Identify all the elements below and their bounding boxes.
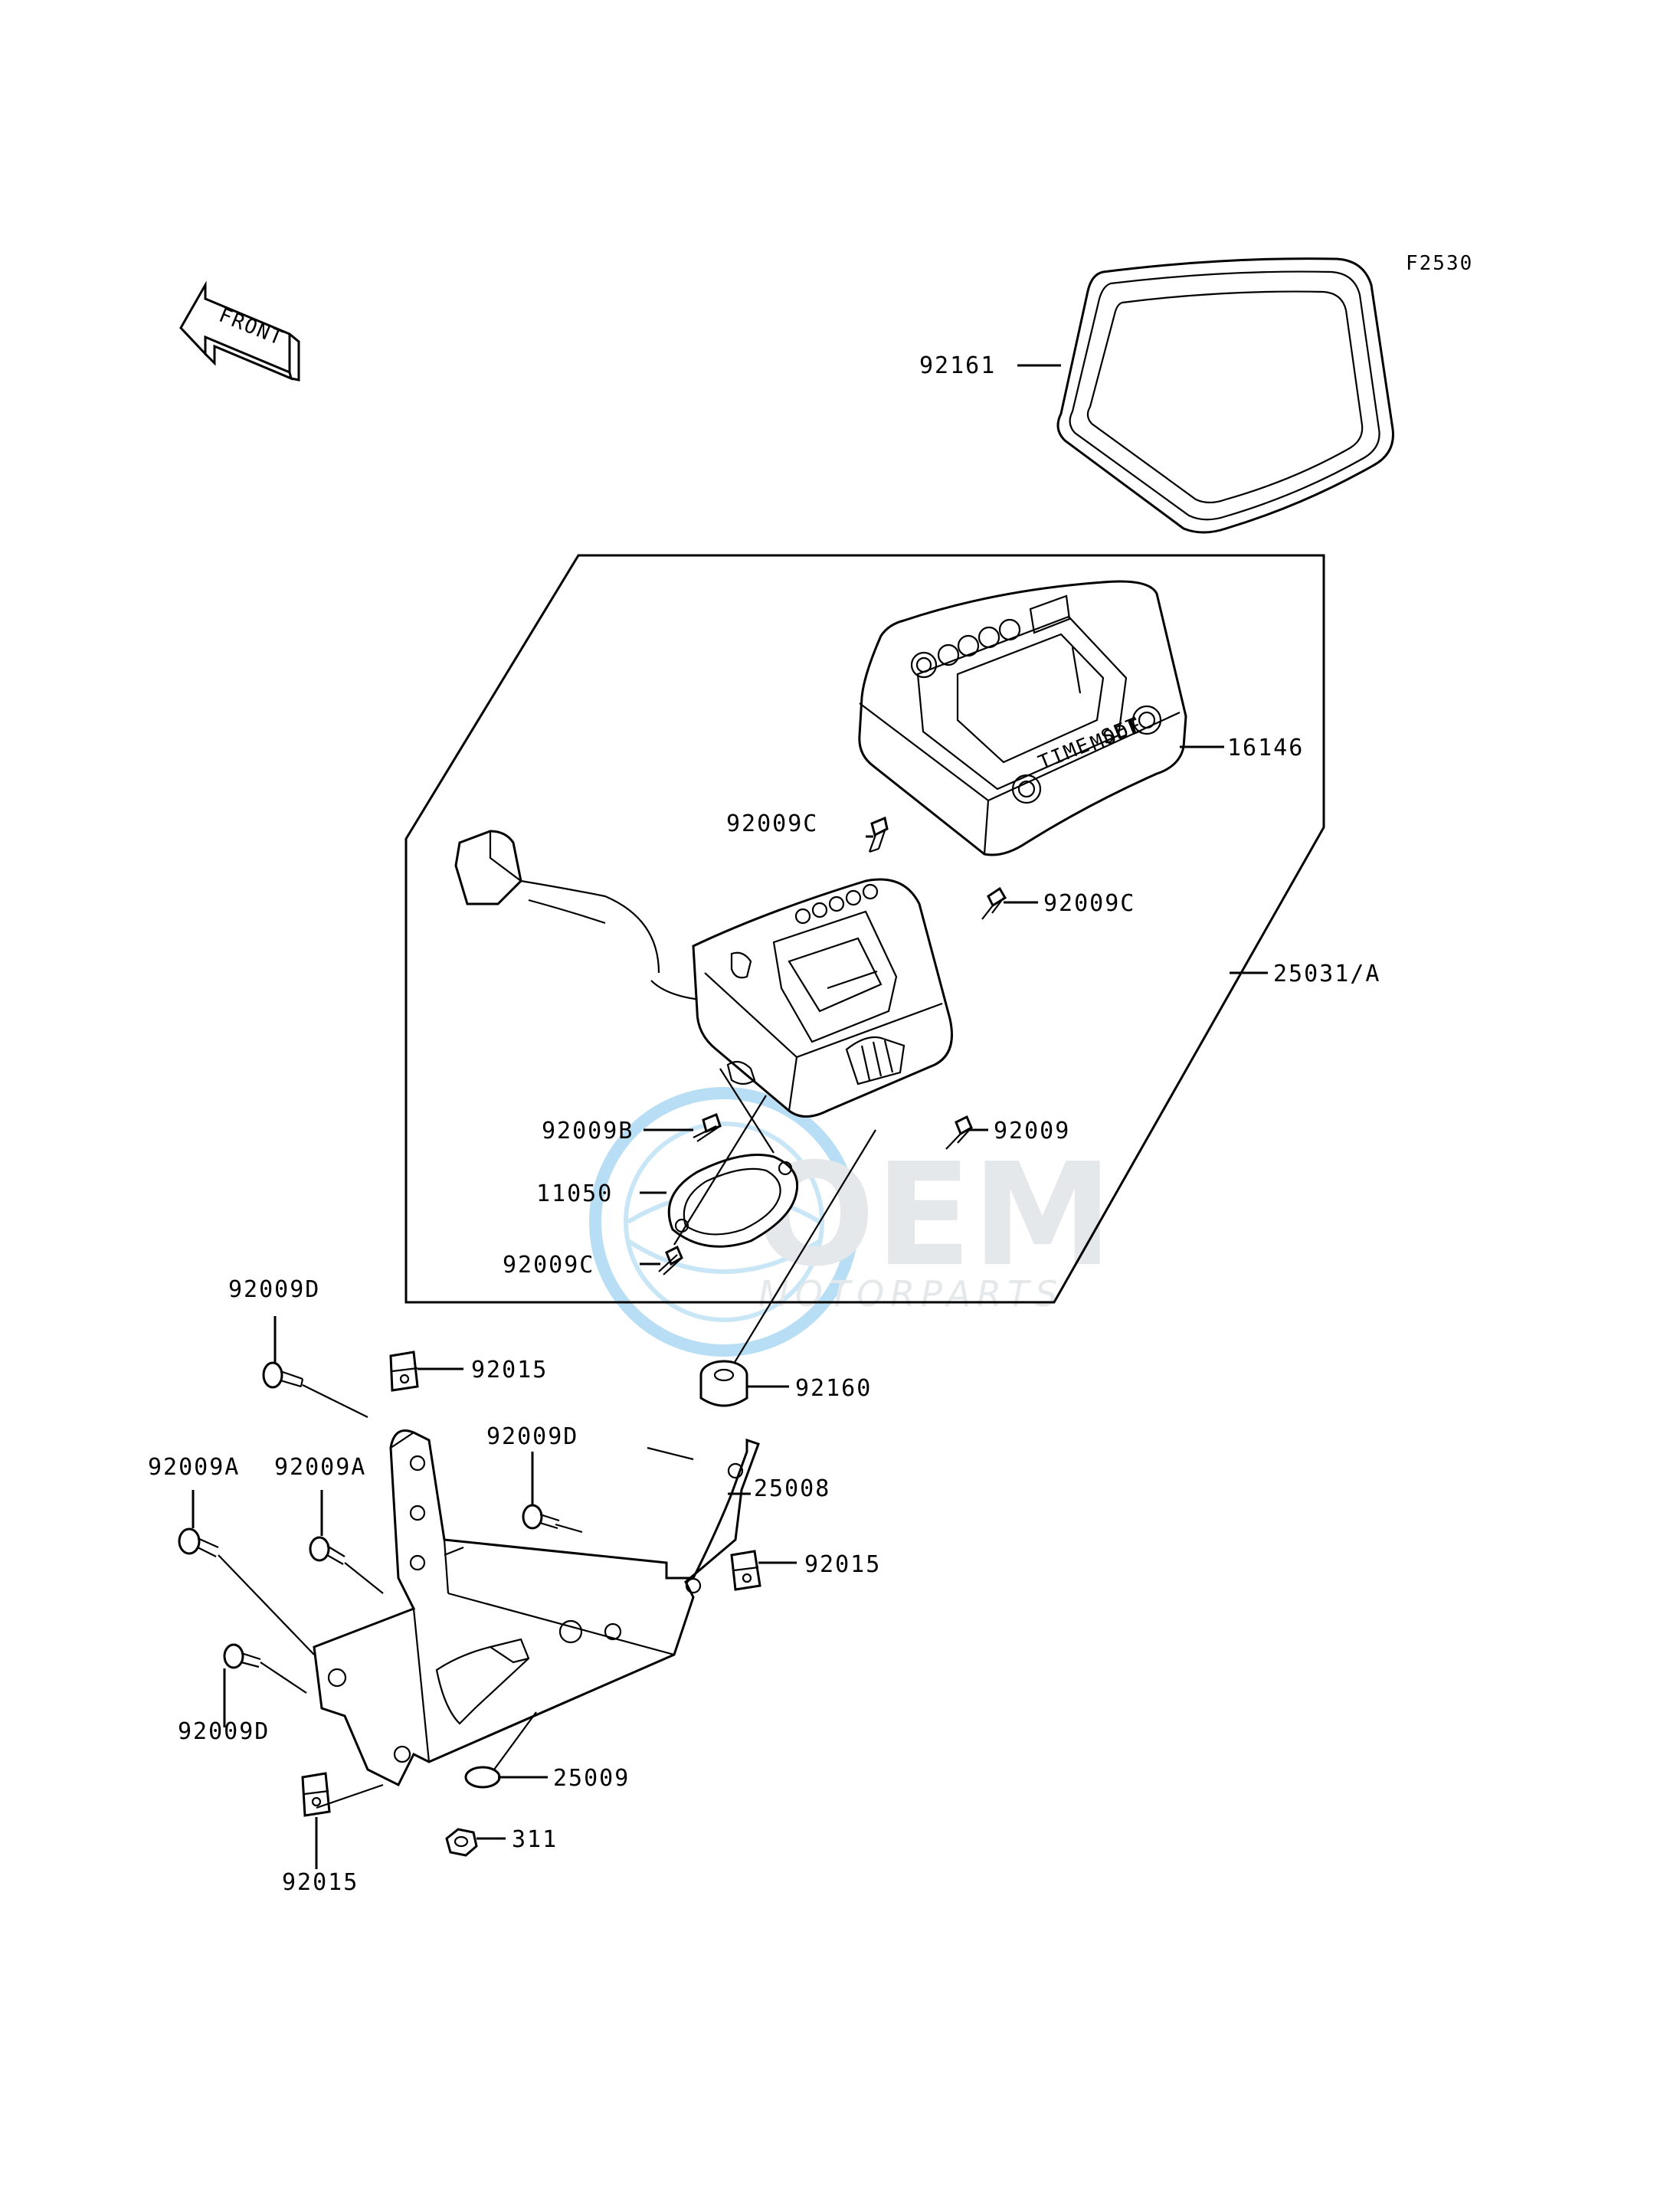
gasket-11050 — [667, 1154, 799, 1248]
assembly-outline — [404, 554, 1325, 1304]
damper-92160 — [699, 1360, 748, 1407]
label-25009: 25009 — [553, 1765, 630, 1792]
label-16146: 16146 — [1227, 735, 1304, 761]
screw-92009c-right — [981, 886, 1007, 920]
label-92009b: 92009B — [542, 1118, 634, 1144]
nut-311 — [445, 1828, 478, 1857]
label-92160: 92160 — [795, 1375, 872, 1402]
watermark-sub: MOTORPARTS — [758, 1273, 1063, 1315]
screw-92009c-bottom — [658, 1245, 683, 1275]
meter-cover-16146: MODE TIME SET — [858, 580, 1187, 856]
watermark-brand: OEM — [755, 1132, 1113, 1298]
meter-body-assembly — [454, 830, 953, 1118]
label-25031a: 25031/A — [1273, 961, 1380, 987]
clip-92015-top — [389, 1351, 419, 1392]
label-92015-right: 92015 — [804, 1551, 881, 1578]
bolt-92009d-mid — [522, 1504, 560, 1530]
clip-92015-bottom — [301, 1772, 331, 1817]
clip-92015-right — [730, 1550, 761, 1591]
label-92161: 92161 — [919, 352, 996, 379]
label-92015-bottom: 92015 — [282, 1869, 359, 1896]
label-11050: 11050 — [536, 1180, 613, 1207]
bracket-25008 — [313, 1429, 760, 1787]
lens-frame-92161 — [1056, 257, 1394, 534]
screw-92009 — [945, 1115, 973, 1150]
label-92009: 92009 — [994, 1118, 1070, 1144]
bolt-92009d-bottom — [223, 1643, 261, 1669]
label-92009c-right: 92009C — [1043, 890, 1135, 917]
bolt-92009d-top — [262, 1361, 304, 1389]
diagram-code: F2530 — [1406, 252, 1473, 275]
label-92009a-right: 92009A — [274, 1454, 366, 1481]
front-arrow-icon: FRONT — [179, 280, 300, 381]
label-92009c-top: 92009C — [726, 810, 818, 837]
watermark: OEM MOTORPARTS — [589, 1087, 1113, 1357]
washer-25009 — [464, 1766, 501, 1789]
label-92009d-top: 92009D — [228, 1276, 320, 1303]
label-311: 311 — [512, 1826, 558, 1853]
leader-lines — [192, 364, 1268, 1869]
label-92009d-mid: 92009D — [486, 1423, 578, 1450]
label-92015-top: 92015 — [471, 1357, 548, 1383]
label-92009d-bottom: 92009D — [178, 1718, 270, 1745]
bolt-92009a-left — [178, 1527, 219, 1557]
screw-92009b — [693, 1113, 722, 1142]
label-92009c-bottom: 92009C — [503, 1252, 594, 1279]
watermark-globe-icon — [589, 1087, 859, 1357]
screw-92009c-top — [868, 816, 889, 853]
label-92009a-left: 92009A — [148, 1454, 240, 1481]
bolt-92009a-right — [309, 1536, 345, 1565]
label-25008: 25008 — [754, 1475, 830, 1502]
